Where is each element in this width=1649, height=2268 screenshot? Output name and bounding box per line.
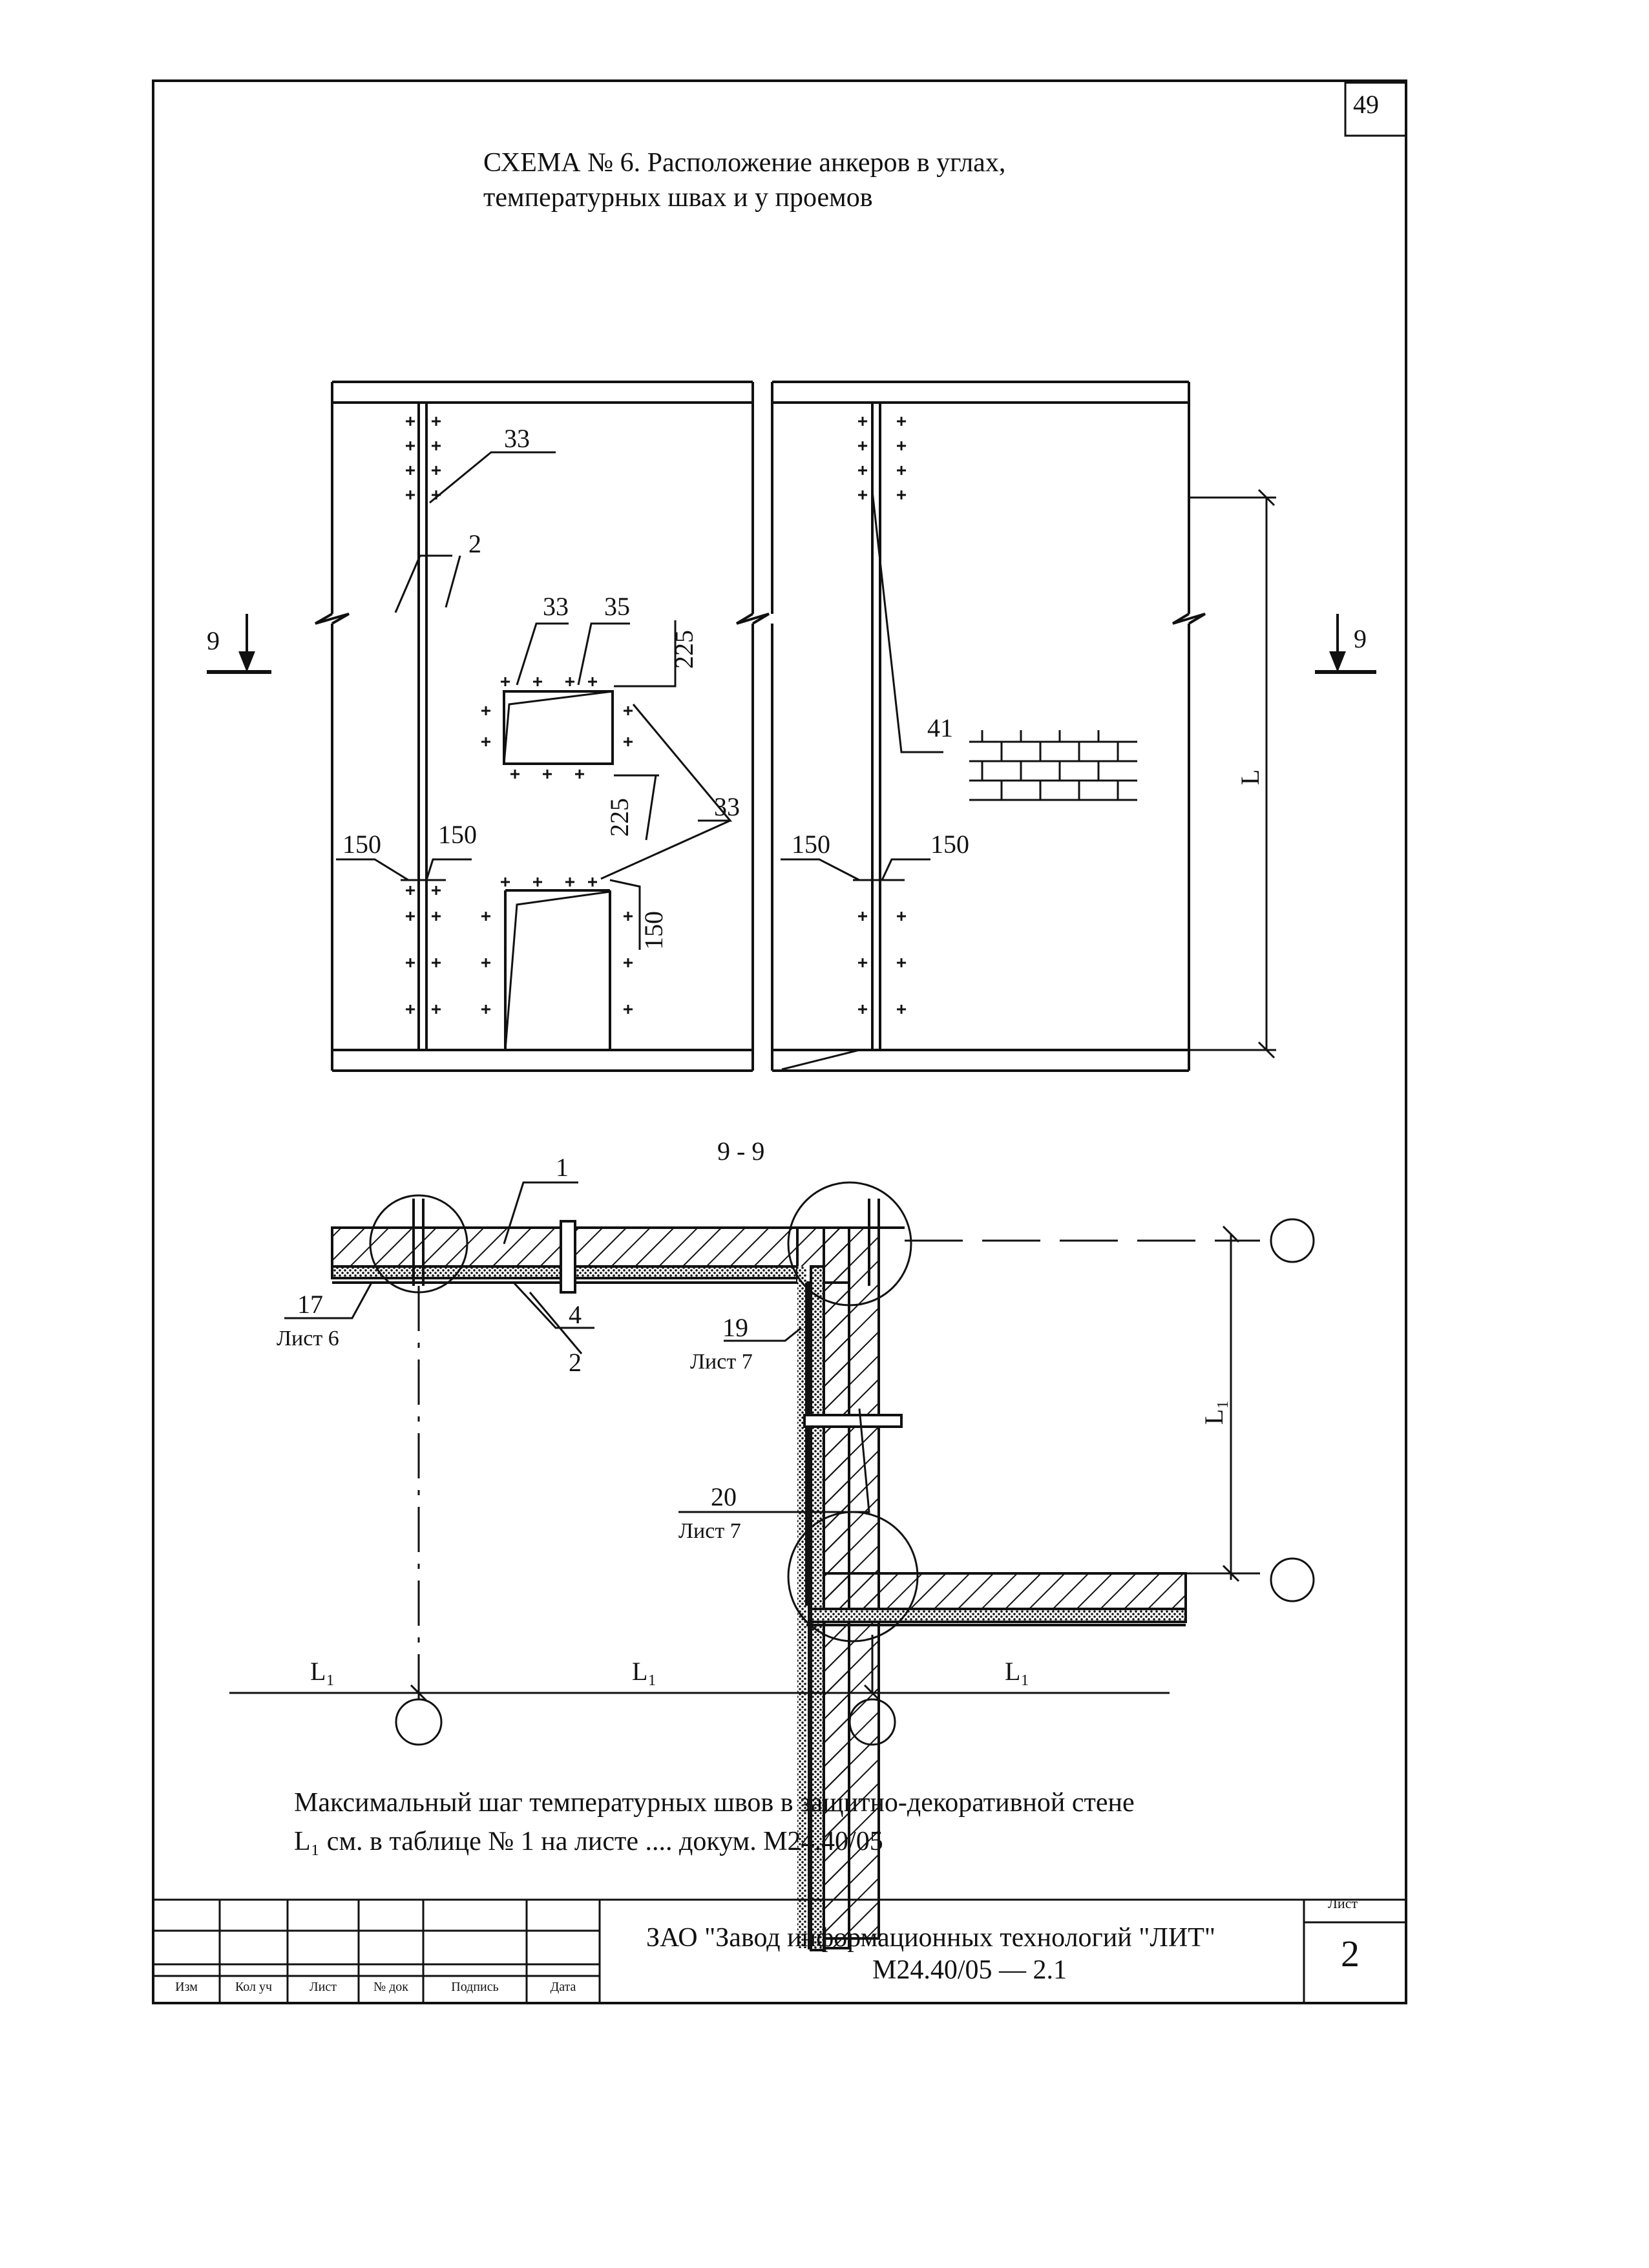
page-number: 49: [1353, 90, 1379, 119]
label-anchor-33-right: 33: [714, 792, 740, 821]
label-section-9-right: 9: [1354, 624, 1367, 653]
diagram-labels: 9 9 33 2 33 35 225 225 33 150 150 150 41…: [207, 424, 1367, 1686]
label-detail-19-sheet: Лист 7: [690, 1350, 753, 1374]
label-dim-l1-vertical: L₁: [1199, 1400, 1228, 1425]
document-code: М24.40/05 — 2.1: [872, 1955, 1067, 1985]
tb-col-izm: Изм: [175, 1980, 198, 1994]
label-dim-150-right-a: 150: [792, 830, 830, 859]
label-detail-19: 19: [722, 1313, 748, 1342]
note-line1: Максимальный шаг температурных швов в за…: [294, 1788, 1135, 1818]
label-anchor-33-top: 33: [504, 424, 530, 453]
section-wall-vertical: [805, 1226, 1187, 1951]
label-dim-l1-a: L₁: [310, 1657, 335, 1686]
elevation-left-panel: [315, 381, 770, 1072]
tb-col-no-dok: № док: [373, 1980, 408, 1994]
schema-title-line1: СХЕМА № 6. Расположение анкеров в углах,: [483, 148, 1006, 178]
label-dim-150-left-b: 150: [438, 820, 477, 849]
section-marks: [207, 614, 1376, 674]
label-layer-4: 4: [569, 1300, 582, 1329]
label-dim-150-door: 150: [639, 911, 668, 950]
anchor-marks: [406, 417, 906, 1014]
label-dim-225-bottom: 225: [605, 798, 634, 837]
section-title: 9 - 9: [717, 1137, 764, 1166]
label-dim-225-top: 225: [669, 630, 698, 669]
section-joints: [412, 1199, 903, 1428]
tb-col-list: Лист: [310, 1980, 337, 1994]
label-detail-20: 20: [711, 1482, 737, 1511]
label-anchor-33-window: 33: [543, 592, 569, 621]
label-dim-150-left-a: 150: [342, 830, 381, 859]
label-joint-41: 41: [927, 713, 953, 742]
label-layer-2: 2: [569, 1348, 582, 1377]
sheet-label: Лист: [1328, 1895, 1358, 1911]
label-dim-l1-c: L₁: [1005, 1657, 1029, 1686]
label-joint-2: 2: [468, 529, 481, 558]
title-block: [153, 1898, 1406, 2003]
brick-pattern: [969, 730, 1137, 801]
page-number-box: [1344, 81, 1407, 137]
label-detail-20-sheet: Лист 7: [678, 1519, 741, 1543]
sheet-frame: [152, 79, 1407, 2004]
company-name: ЗАО "Завод информационных технологий "ЛИ…: [646, 1923, 1215, 1953]
sheet-number: 2: [1341, 1933, 1360, 1975]
section-axes: [229, 1181, 1315, 1746]
label-wall-1: 1: [556, 1153, 569, 1182]
tb-col-data: Дата: [550, 1980, 576, 1994]
elevation-leaders: [336, 451, 1276, 1059]
label-detail-17-sheet: Лист 6: [277, 1327, 339, 1350]
note-line2: L₁ см. в таблице № 1 на листе .... докум…: [294, 1827, 883, 1856]
label-detail-17: 17: [297, 1290, 323, 1319]
label-dim-l1-b: L₁: [632, 1657, 656, 1686]
label-dim-150-right-b: 150: [930, 830, 969, 859]
tb-col-podpis: Подпись: [451, 1980, 499, 1994]
schema-title-line2: температурных швах и у проемов: [483, 183, 873, 213]
tb-col-kol-uch: Кол уч: [235, 1980, 273, 1994]
elevation-right-panel: [771, 381, 1206, 1072]
label-height-L: L: [1235, 770, 1265, 785]
label-lintel-35: 35: [604, 592, 630, 621]
label-section-9-left: 9: [207, 626, 220, 655]
